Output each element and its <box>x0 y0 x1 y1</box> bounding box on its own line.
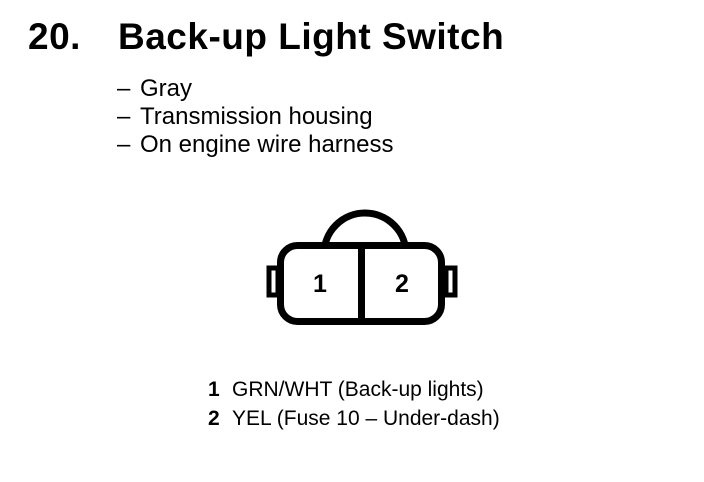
detail-item-location: – Transmission housing <box>117 103 393 131</box>
legend-pin-number: 2 <box>208 407 220 430</box>
legend-wire-desc: GRN/WHT (Back-up lights) <box>232 378 484 401</box>
connector-pin-1: 1 <box>313 270 327 298</box>
title-text: Back-up Light Switch <box>118 16 505 57</box>
connector-pin-2: 2 <box>395 270 409 298</box>
legend-row-pin-2: 2 YEL (Fuse 10 – Under-dash) <box>208 404 500 433</box>
connector-right-tab <box>443 265 458 298</box>
connector-left-tab <box>266 265 281 298</box>
detail-label: On engine wire harness <box>140 131 394 158</box>
item-number: 20. <box>28 16 81 57</box>
legend-row-pin-1: 1 GRN/WHT (Back-up lights) <box>208 375 500 404</box>
dash-bullet: – <box>117 103 131 130</box>
dash-bullet: – <box>117 131 131 158</box>
legend-wire-desc: YEL (Fuse 10 – Under-dash) <box>232 407 500 430</box>
page-title: 20. Back-up Light Switch <box>28 18 504 55</box>
detail-list: – Gray – Transmission housing – On engin… <box>117 75 393 159</box>
detail-item-harness: – On engine wire harness <box>117 131 393 159</box>
detail-label: Gray <box>140 75 193 102</box>
dash-bullet: – <box>117 75 131 102</box>
wire-legend: 1 GRN/WHT (Back-up lights) 2 YEL (Fuse 1… <box>208 375 500 433</box>
detail-item-color: – Gray <box>117 75 393 103</box>
connector-diagram: 1 2 <box>266 209 458 325</box>
detail-label: Transmission housing <box>140 103 373 130</box>
legend-pin-number: 1 <box>208 378 220 401</box>
